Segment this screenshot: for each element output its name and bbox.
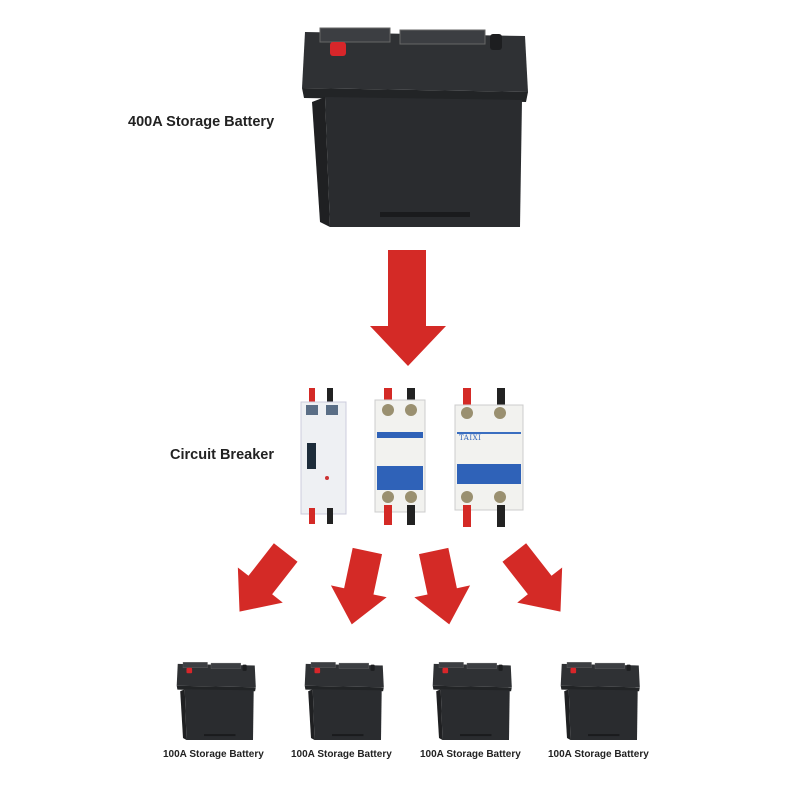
main-arrow-icon bbox=[370, 250, 446, 366]
small-battery-1-image bbox=[176, 662, 256, 741]
breaker-3-image bbox=[454, 388, 524, 527]
main-battery-label: 400A Storage Battery bbox=[128, 114, 275, 130]
circuit-breaker-label: Circuit Breaker bbox=[170, 447, 274, 463]
breaker-brand-text: TAIXI bbox=[459, 434, 482, 442]
small-battery-1-label: 100A Storage Battery bbox=[163, 749, 264, 760]
breaker-2-image bbox=[374, 388, 426, 525]
small-battery-3-image bbox=[432, 662, 512, 741]
main-battery-image bbox=[301, 27, 529, 228]
breaker-1-image bbox=[300, 388, 347, 524]
small-battery-4-image bbox=[560, 662, 640, 741]
branch-arrow-4-icon bbox=[491, 534, 583, 630]
small-battery-3-label: 100A Storage Battery bbox=[420, 749, 521, 760]
small-battery-4-label: 100A Storage Battery bbox=[548, 749, 649, 760]
branch-arrow-2-icon bbox=[323, 545, 396, 631]
branch-arrow-1-icon bbox=[217, 534, 309, 630]
branch-arrow-3-icon bbox=[405, 545, 478, 631]
small-battery-2-image bbox=[304, 662, 384, 741]
small-battery-2-label: 100A Storage Battery bbox=[291, 749, 392, 760]
